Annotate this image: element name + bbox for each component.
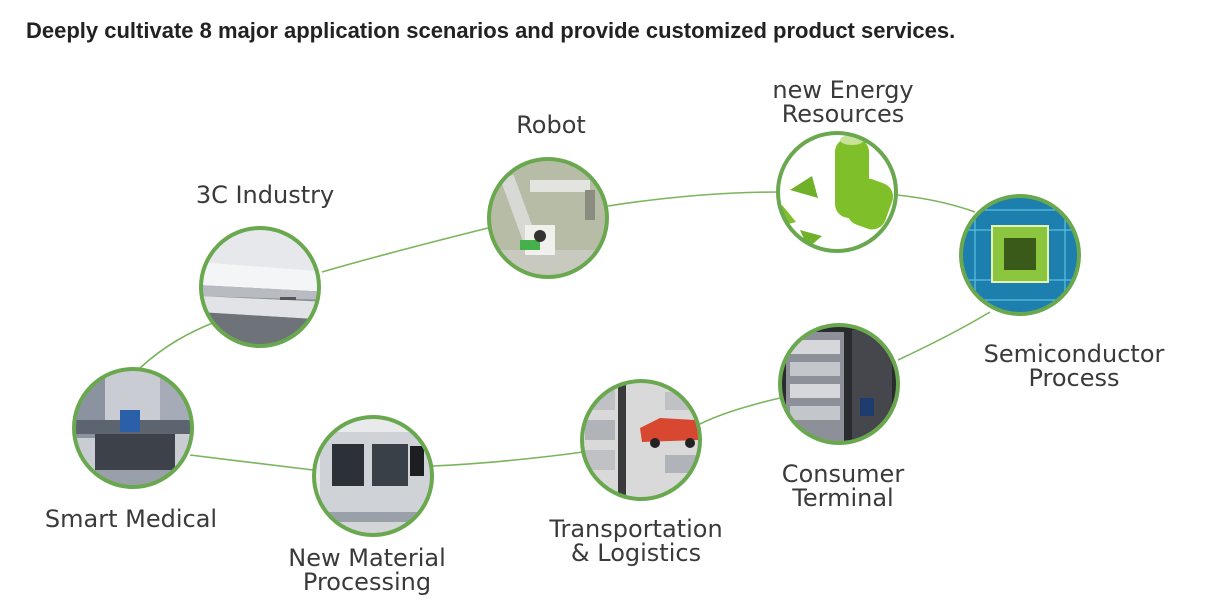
label-new-energy: new Energy Resources: [772, 76, 914, 128]
medical-lab-automation-icon: [75, 370, 191, 486]
label-semiconductor: Semiconductor Process: [983, 340, 1165, 392]
scenario-robot[interactable]: [485, 155, 615, 285]
label-transportation-logistics: Transportation & Logistics: [549, 515, 723, 567]
scenario-3c-industry[interactable]: [198, 225, 330, 355]
page-title: Deeply cultivate 8 major application sce…: [26, 18, 956, 43]
robot-arm-icon: [490, 160, 606, 276]
vending-machine-icon: [781, 326, 897, 442]
label-smart-medical: Smart Medical: [44, 505, 218, 533]
scenario-new-energy[interactable]: [775, 130, 905, 260]
cnc-machine-icon: [315, 418, 431, 534]
parking-garage-icon: [583, 382, 699, 498]
label-3c-industry: 3C Industry: [195, 181, 335, 209]
scenario-transportation-logistics[interactable]: [578, 377, 708, 507]
label-new-material: New Material Processing: [288, 544, 446, 596]
label-consumer-terminal: Consumer Terminal: [781, 460, 905, 512]
connector-curve: [139, 191, 991, 471]
label-robot: Robot: [516, 111, 586, 139]
scenario-semiconductor[interactable]: [958, 193, 1088, 323]
scenario-consumer-terminal[interactable]: [776, 321, 906, 451]
scenario-smart-medical[interactable]: [70, 365, 200, 495]
scenario-new-material[interactable]: [310, 413, 440, 543]
battery-recycle-icon: [779, 134, 895, 250]
